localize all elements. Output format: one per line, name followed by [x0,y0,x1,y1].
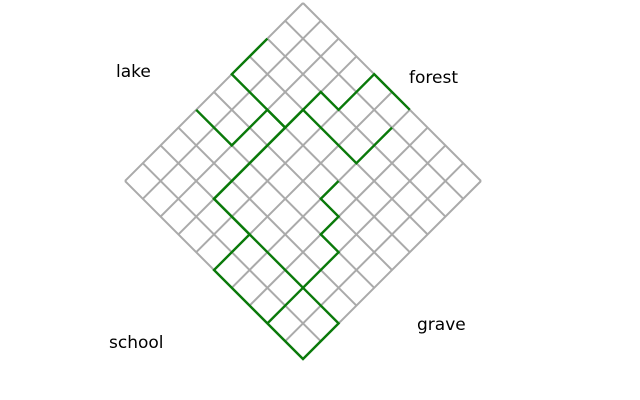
grid-line-col-0 [124,2,304,182]
label-forest: forest [409,68,458,88]
path-top [195,108,341,361]
grid [124,2,482,360]
path-bottom [212,108,393,325]
grid-line-col-1 [142,20,322,200]
path-layer [195,37,411,361]
label-grave: grave [417,315,466,335]
path-left [230,37,411,130]
grid-line-col-9 [284,162,464,342]
label-lake: lake [116,62,151,82]
label-school: school [109,333,164,353]
